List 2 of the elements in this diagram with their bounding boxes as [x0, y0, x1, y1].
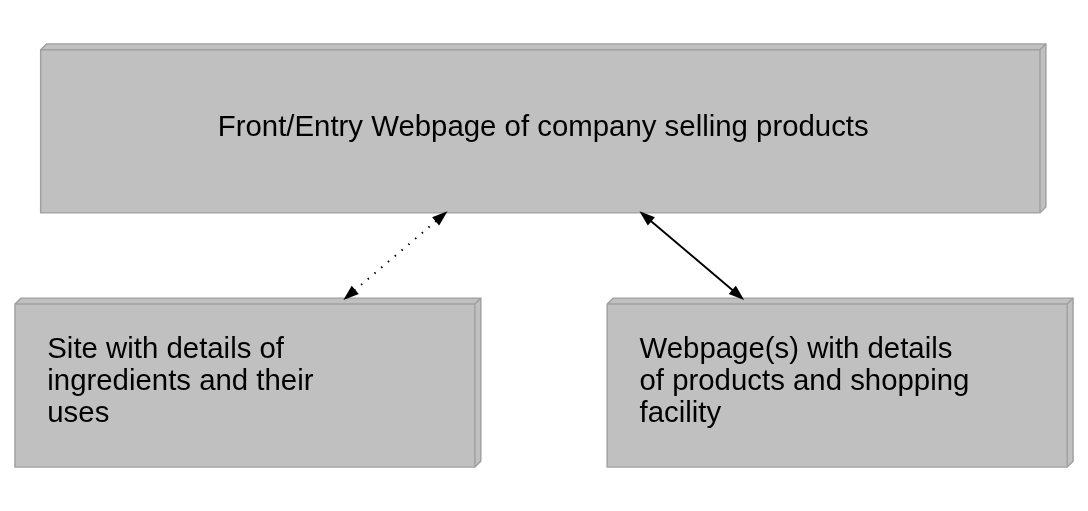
arrow: [343, 211, 448, 300]
arrow: [639, 211, 745, 300]
